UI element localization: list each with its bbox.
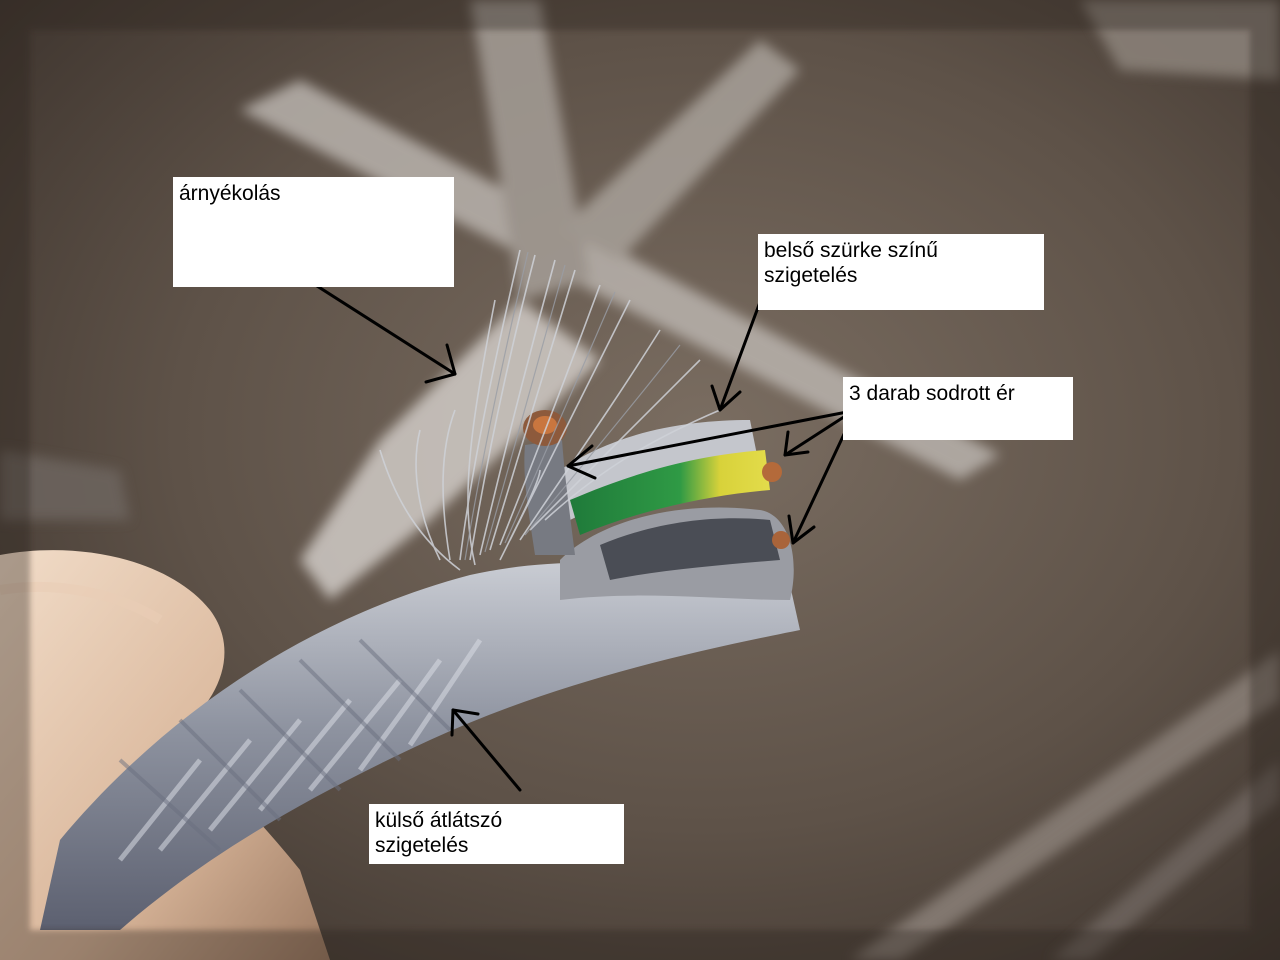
label-inner-insulation: belső szürke színű szigetelés xyxy=(758,234,1044,310)
label-conductors: 3 darab sodrott ér xyxy=(843,377,1073,440)
label-outer-insulation: külső átlátszó szigetelés xyxy=(369,804,624,864)
label-shielding: árnyékolás xyxy=(173,177,454,287)
